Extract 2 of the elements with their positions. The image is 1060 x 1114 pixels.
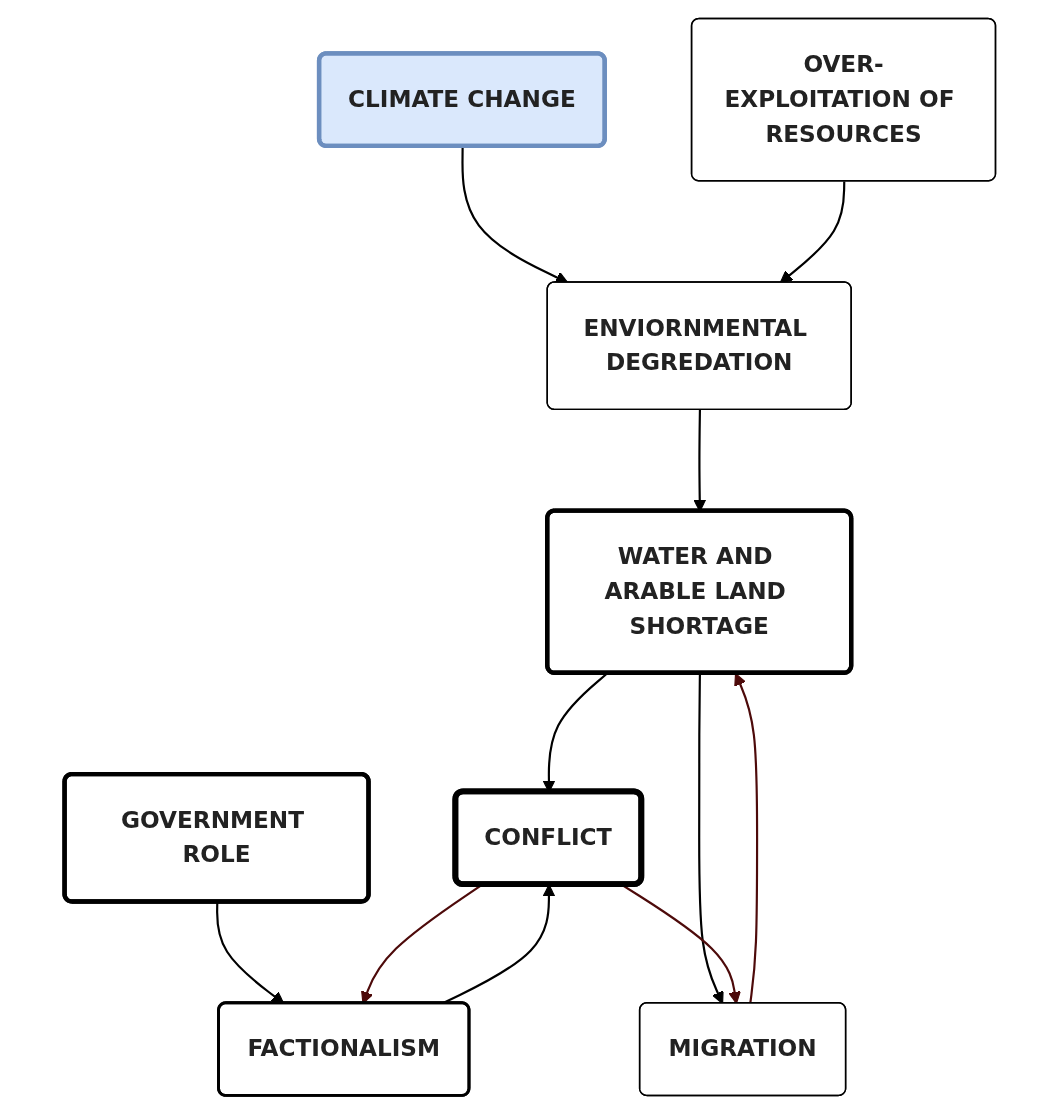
arrow [779,181,846,284]
arrow [461,146,569,284]
